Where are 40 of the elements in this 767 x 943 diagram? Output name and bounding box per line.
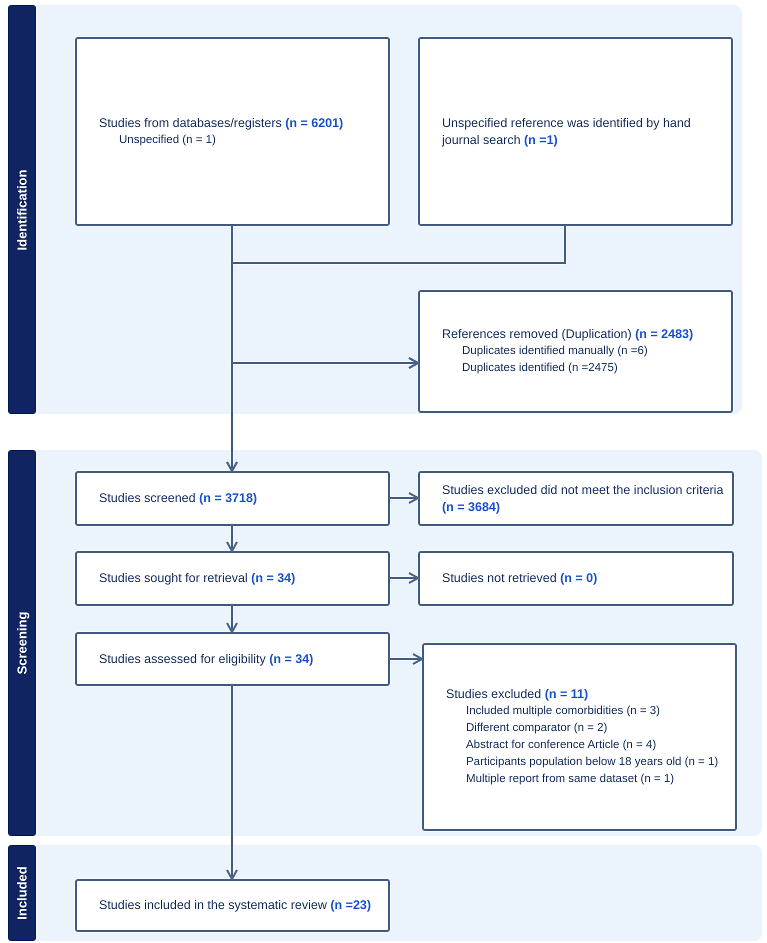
box-heading: Studies screened (n = 3718) — [99, 490, 258, 507]
box-heading: Studies assessed for eligibility (n = 34) — [99, 650, 314, 668]
box-heading: Studies included in the systematic review (n =23) — [99, 897, 372, 914]
arrow — [390, 492, 419, 504]
phase-panel — [8, 450, 762, 836]
box-heading: Unspecified reference was identified by hand journal search (n =1) — [442, 114, 692, 148]
box-list-item: Unspecified (n = 1) — [118, 132, 217, 148]
process-box — [75, 37, 390, 226]
process-box — [75, 471, 390, 526]
arrow — [226, 606, 238, 633]
phase-panel — [8, 845, 762, 941]
process-box — [418, 290, 733, 413]
process-box — [75, 551, 390, 606]
process-box — [75, 632, 390, 686]
box-list-item: Included multiple comorbidities (n = 3) — [465, 704, 661, 719]
box-heading: Studies excluded did not meet the inclusion criteria (n = 3684) — [442, 482, 724, 516]
process-box — [418, 471, 734, 526]
arrow — [390, 572, 419, 584]
arrow — [390, 653, 423, 665]
box-list-item: Different comparator (n = 2) — [465, 721, 608, 736]
arrow — [226, 686, 238, 880]
box-list-item: Participants population below 18 years old (n = 1) — [465, 755, 720, 770]
box-heading: Studies excluded (n = 11) — [446, 686, 590, 703]
box-list-item: Abstract for conference Article (n = 4) — [465, 738, 658, 753]
process-box — [75, 879, 390, 932]
box-heading: Studies not retrieved (n = 0) — [442, 570, 598, 587]
phase-label-tab: Included — [8, 845, 36, 941]
arrow — [226, 526, 238, 552]
phase-panel — [8, 5, 742, 414]
box-heading: Studies sought for retrieval (n = 34) — [99, 570, 296, 587]
box-list-item: Multiple report from same dataset (n = 1) — [465, 772, 676, 787]
phase-label-tab: Identification — [8, 5, 36, 414]
phase-label-tab: Screening — [8, 450, 36, 836]
process-box — [422, 643, 737, 831]
process-box — [418, 551, 734, 606]
box-list-item: Duplicates identified (n =2475) — [461, 361, 619, 376]
box-heading: References removed (Duplication) (n = 2483) — [442, 326, 694, 343]
box-heading: Studies from databases/registers (n = 6201) — [99, 114, 344, 132]
box-list-item: Duplicates identified manually (n =6) — [461, 344, 649, 359]
process-box — [418, 37, 733, 226]
